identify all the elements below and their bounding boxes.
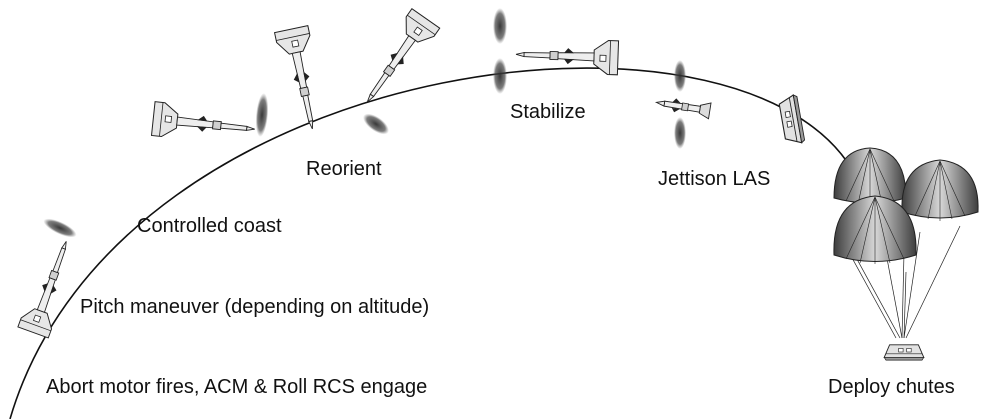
- label-deploy-chutes: Deploy chutes: [828, 376, 955, 398]
- vehicle-coast: [151, 93, 269, 147]
- label-stabilize: Stabilize: [510, 101, 586, 123]
- vehicle-abort: [17, 218, 82, 339]
- vehicle-reorient-b: [352, 8, 441, 135]
- vehicle-jettison: [654, 60, 806, 149]
- label-jettison-las: Jettison LAS: [658, 168, 771, 190]
- label-pitch-maneuver: Pitch maneuver (depending on altitude): [80, 296, 430, 318]
- label-reorient: Reorient: [306, 158, 382, 180]
- trajectory-arc: [9, 67, 861, 419]
- parachute-assembly: [833, 147, 979, 361]
- vehicle-reorient-a: [274, 25, 330, 133]
- vehicle-stabilize: [493, 8, 620, 94]
- label-controlled-coast: Controlled coast: [137, 215, 282, 237]
- label-abort-motor-fires: Abort motor fires, ACM & Roll RCS engage: [46, 376, 428, 398]
